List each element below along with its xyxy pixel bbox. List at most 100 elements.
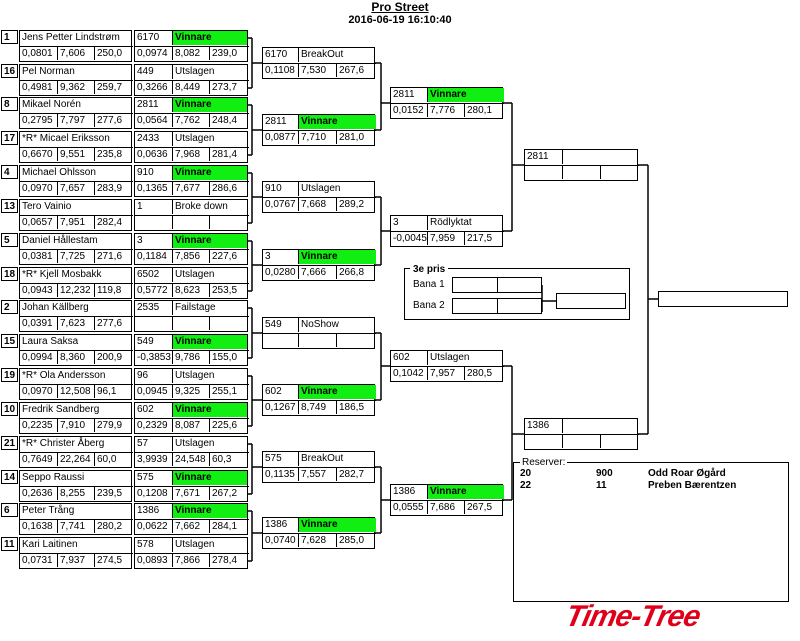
lane1-box [452, 277, 542, 293]
elapsed-time: 7,666 [299, 265, 337, 279]
reaction-time: 0,0767 [263, 197, 299, 211]
speed: 253,5 [210, 283, 249, 297]
semifinal-box: 1386 [524, 418, 639, 450]
elapsed-time: 7,776 [428, 103, 465, 117]
seed-number: 18 [1, 267, 18, 281]
driver-name: Peter Trång [22, 505, 75, 516]
elapsed-time [563, 434, 601, 448]
elapsed-time: 7,957 [428, 366, 465, 380]
car-number: 1386 [135, 504, 173, 518]
speed: 274,5 [95, 553, 133, 567]
third-winner-box [556, 293, 626, 309]
seed-number: 16 [1, 64, 18, 78]
reserve-b: 900 [596, 468, 613, 479]
elapsed-time: 7,741 [58, 519, 95, 533]
car-number: 2535 [135, 301, 173, 315]
result-label: Vinnare [173, 403, 247, 417]
driver-name: Pel Norman [22, 66, 75, 77]
car-number: 549 [135, 335, 173, 349]
reserves-panel [513, 462, 789, 602]
result-label: BreakOut [301, 453, 344, 464]
speed: 286,6 [210, 181, 249, 195]
result-label: Utslagen [175, 370, 215, 381]
lane2-box [452, 298, 542, 314]
seed-number: 14 [1, 470, 18, 484]
seed-number: 1 [1, 30, 18, 44]
result-label: Utslagen [175, 66, 215, 77]
speed: 186,5 [337, 400, 376, 414]
elapsed-time: 7,968 [173, 147, 210, 161]
car-number: 549 [263, 318, 299, 332]
driver-name: *R* Kjell Mosbakk [22, 269, 102, 280]
elapsed-time: 7,725 [58, 249, 95, 263]
elapsed-time: 7,910 [58, 418, 95, 432]
reaction-time: -0,0045 [391, 231, 428, 245]
result-label: Vinnare [299, 250, 376, 264]
reaction-time: 0,7649 [20, 452, 58, 466]
result-label: Vinnare [299, 385, 376, 399]
car-number: 910 [263, 182, 299, 196]
reaction-time: -0,3853 [135, 350, 173, 364]
reaction-time: 0,2329 [135, 418, 173, 432]
datetime: 2016-06-19 16:10:40 [348, 14, 452, 26]
result-label: Vinnare [173, 504, 247, 518]
driver-name: Kari Laitinen [22, 539, 78, 550]
elapsed-time: 24,548 [173, 452, 210, 466]
speed: 266,8 [337, 265, 376, 279]
result-label: Utslagen [175, 438, 215, 449]
reaction-time: 0,2795 [20, 113, 58, 127]
seed-number: 15 [1, 334, 18, 348]
elapsed-time: 7,606 [58, 46, 95, 60]
reaction-time [525, 434, 563, 448]
reaction-time: 0,0731 [20, 553, 58, 567]
final-winner-box [658, 291, 788, 307]
speed: 273,7 [210, 80, 249, 94]
driver-name: Seppo Raussi [22, 472, 85, 483]
car-number: 602 [391, 351, 428, 365]
car-number: 6170 [135, 31, 173, 45]
driver-name: *R* Micael Eriksson [22, 133, 110, 144]
result-label: Rödlyktat [430, 217, 472, 228]
reaction-time: 0,0280 [263, 265, 299, 279]
driver-name: Mikael Norén [22, 99, 81, 110]
car-number: 602 [263, 385, 299, 399]
driver-name: Johan Källberg [22, 302, 89, 313]
car-number: 3 [263, 250, 299, 264]
result-label [563, 419, 639, 433]
car-number: 6502 [135, 268, 173, 282]
driver-name: Laura Saksa [22, 336, 79, 347]
speed: 60,3 [210, 452, 249, 466]
third-place-title: 3e pris [410, 264, 449, 275]
speed: 281,0 [337, 130, 376, 144]
reaction-time: 0,0994 [20, 350, 58, 364]
elapsed-time: 7,856 [173, 249, 210, 263]
elapsed-time: 12,508 [58, 384, 95, 398]
car-number: 1386 [525, 419, 563, 433]
result-label: Vinnare [173, 234, 247, 248]
reaction-time: 0,0555 [391, 500, 428, 514]
reaction-time: 0,0152 [391, 103, 428, 117]
reaction-time: 0,2636 [20, 486, 58, 500]
reaction-time: 0,0877 [263, 130, 299, 144]
elapsed-time: 8,449 [173, 80, 210, 94]
elapsed-time: 8,360 [58, 350, 95, 364]
elapsed-time: 7,959 [428, 231, 465, 245]
